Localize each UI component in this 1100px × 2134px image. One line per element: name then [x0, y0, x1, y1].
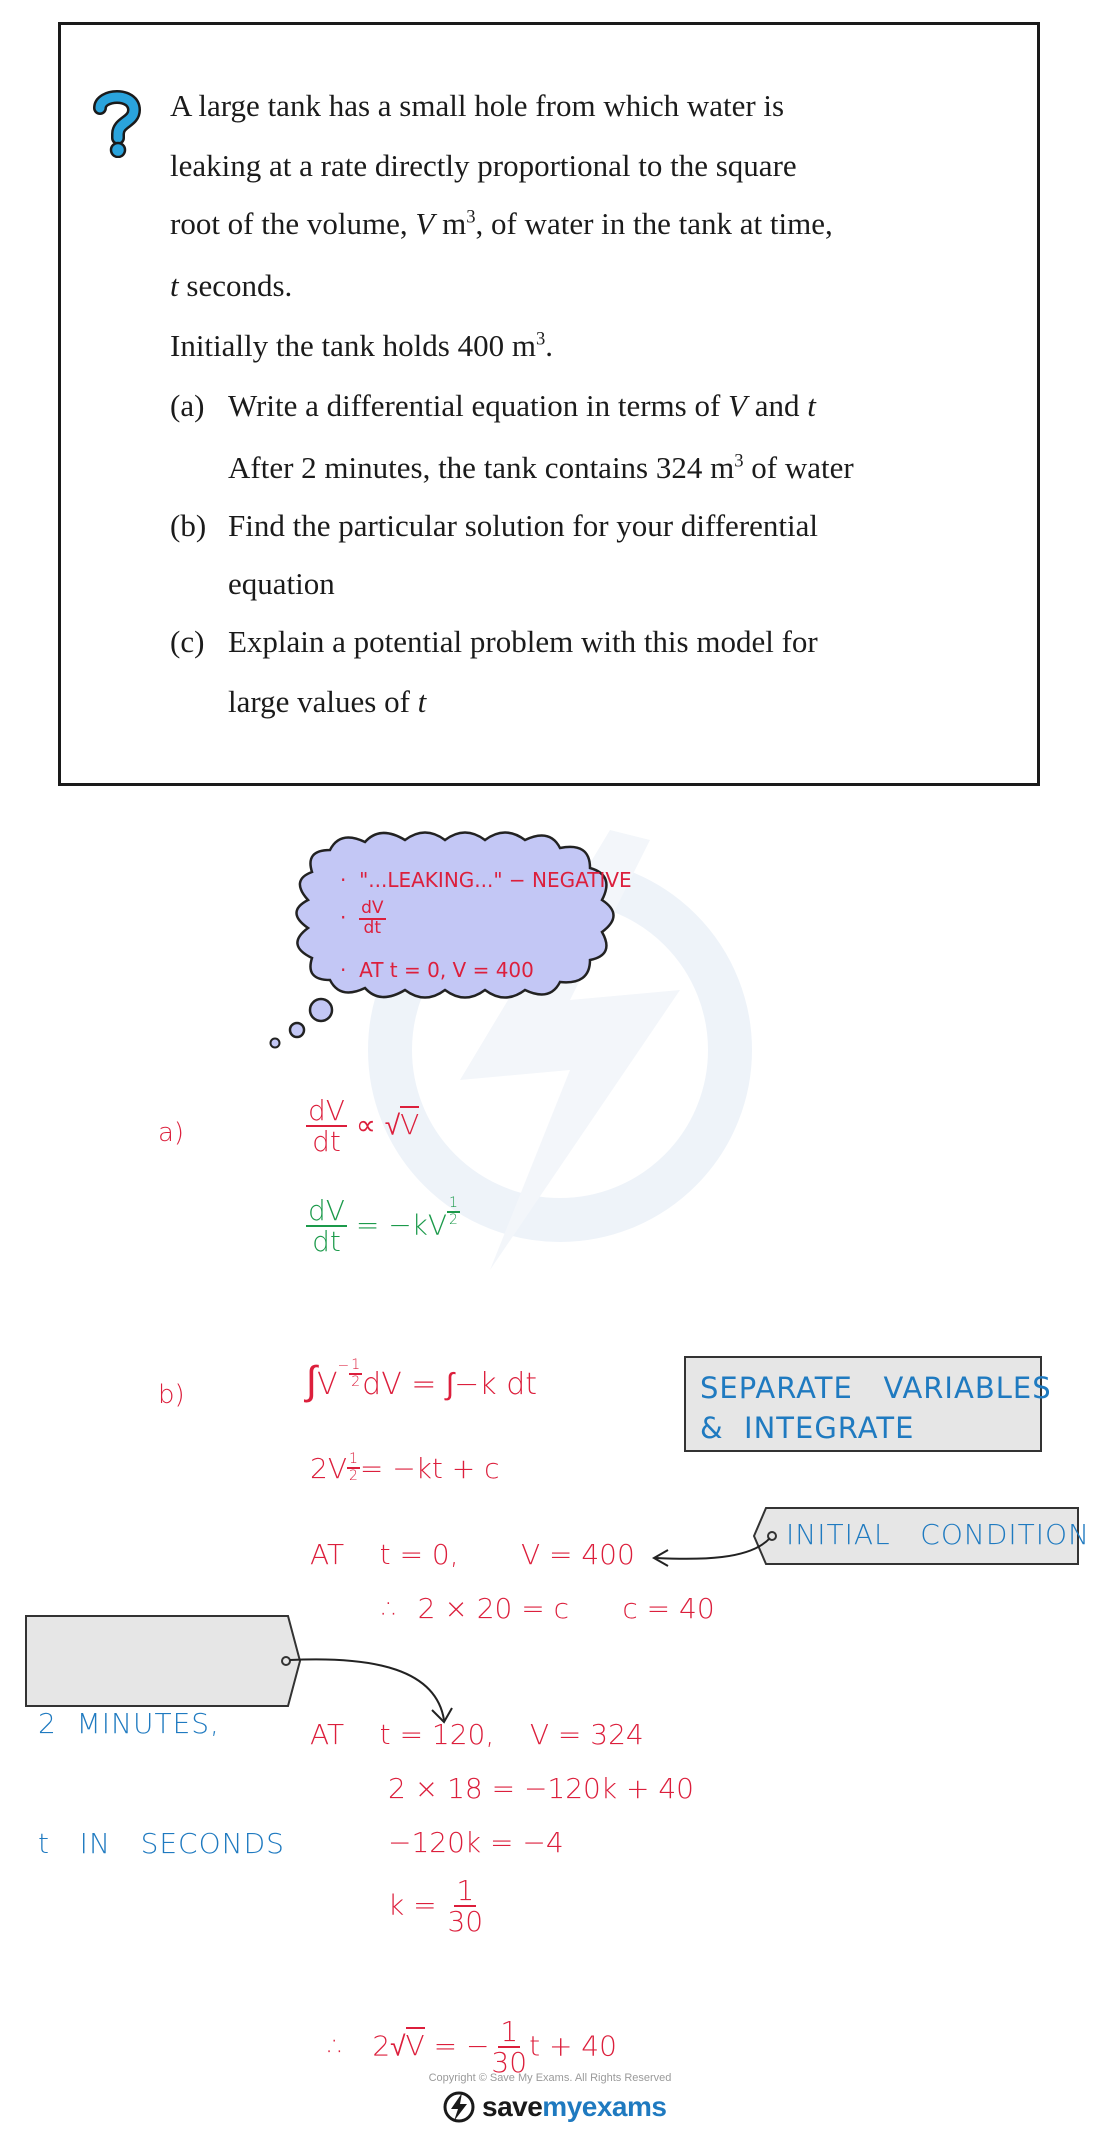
- solution-b-label: b): [158, 1380, 185, 1410]
- part-b-text-2: equation: [228, 566, 335, 601]
- question-line-2: leaking at a rate directly proportional …: [170, 148, 797, 183]
- question-line-5: Initially the tank holds 400 m3.: [170, 328, 553, 363]
- brand-logo: savemyexams: [442, 2090, 667, 2124]
- part-a-label: (a): [170, 388, 205, 423]
- thought-item-3: · AT t = 0, V = 400: [340, 958, 534, 982]
- solution-b-line-3: AT t = 0, V = 400: [310, 1538, 635, 1571]
- solution-b-line-7: −120k = −4: [388, 1826, 564, 1859]
- solution-b-line-4: ∴ 2 × 20 = c c = 40: [382, 1592, 715, 1625]
- note-initial-tag: [752, 1507, 1079, 1565]
- part-c-text: Explain a potential problem with this mo…: [228, 624, 818, 659]
- note-initial-condition: INITIAL CONDITION: [786, 1518, 1090, 1551]
- arrow-initial-condition: [651, 1537, 771, 1567]
- part-b-text: Find the particular solution for your di…: [228, 508, 818, 543]
- lightning-logo-icon: [443, 2091, 475, 2123]
- part-a-text: Write a differential equation in terms o…: [228, 388, 816, 423]
- question-line-1: A large tank has a small hole from which…: [170, 88, 785, 123]
- part-a-followup: After 2 minutes, the tank contains 324 m…: [228, 450, 854, 485]
- part-c-text-2: large values of t: [228, 684, 427, 719]
- copyright-text: Copyright © Save My Exams. All Rights Re…: [428, 2072, 672, 2084]
- note-separate-variables: SEPARATE VARIABLES & INTEGRATE: [684, 1356, 1051, 1452]
- note-minutes-tag: [25, 1615, 302, 1707]
- question-box: [58, 22, 1040, 786]
- solution-b-line-5: AT t = 120, V = 324: [310, 1718, 644, 1751]
- arrow-minutes: [289, 1658, 453, 1724]
- thought-bubble: [269, 831, 615, 1049]
- thought-item-1: · "...LEAKING..." − NEGATIVE: [340, 868, 632, 892]
- note-minutes: 2 MINUTES, t IN SECONDS: [38, 1707, 285, 1860]
- question-line-3: root of the volume, V m3, of water in th…: [170, 206, 833, 241]
- solution-b-line-6: 2 × 18 = −120k + 40: [388, 1772, 694, 1805]
- question-mark-icon: [93, 90, 142, 158]
- part-b-label: (b): [170, 508, 207, 543]
- part-c-label: (c): [170, 624, 205, 659]
- solution-a-label: a): [158, 1118, 185, 1148]
- question-line-4: t seconds.: [170, 268, 293, 303]
